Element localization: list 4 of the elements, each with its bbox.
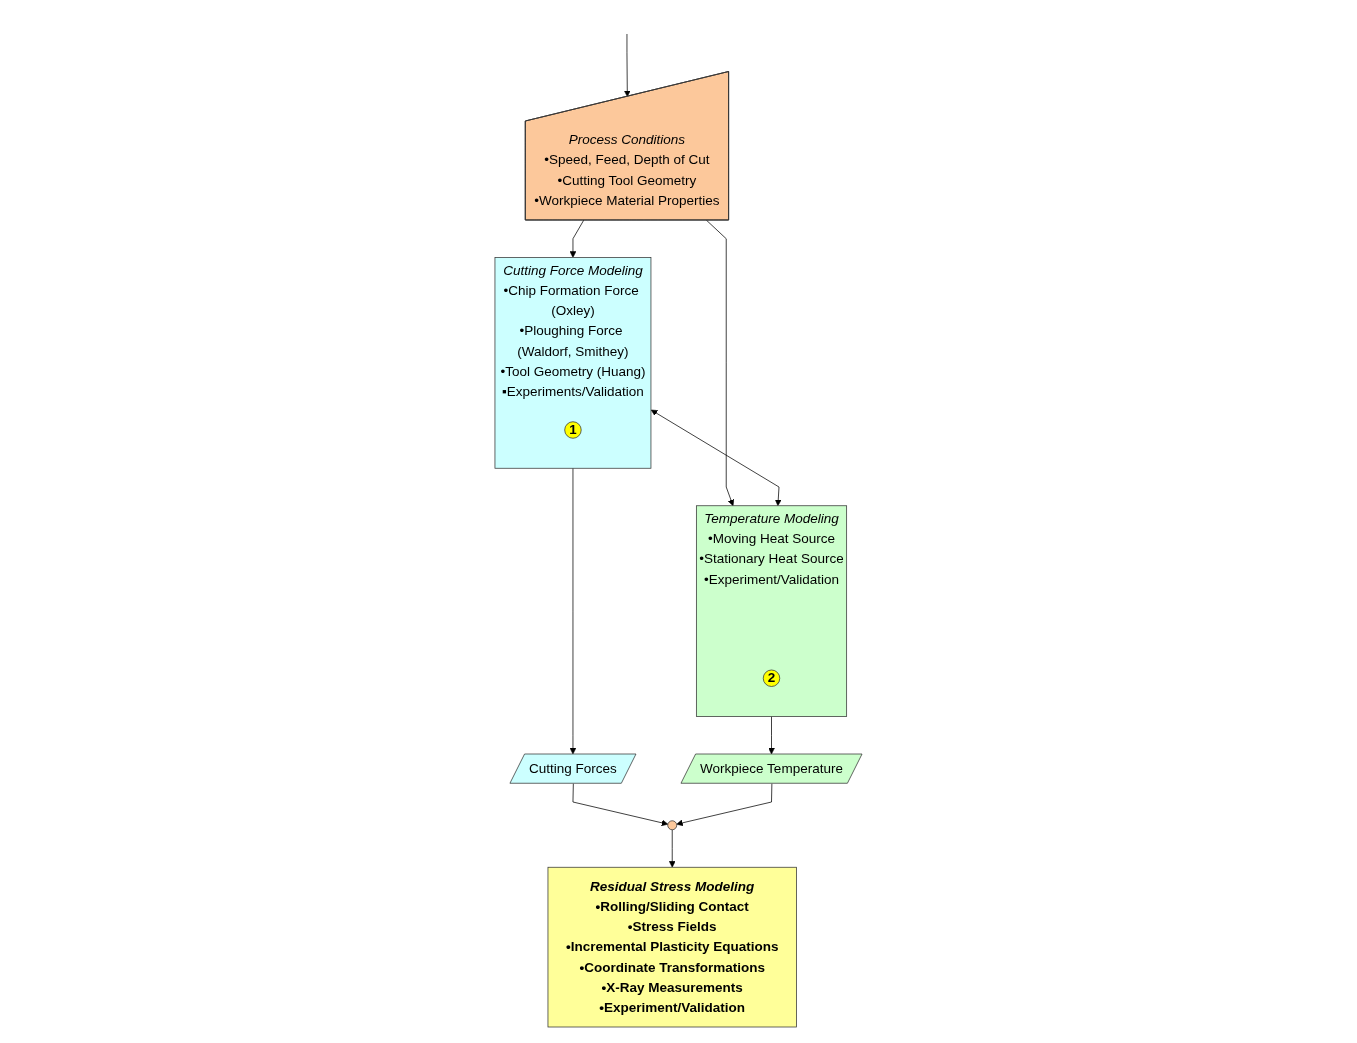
- node-circle: 2: [762, 669, 781, 687]
- node-circle: [667, 820, 678, 831]
- node-box: Residual Stress Modeling •Rolling/Sliding Contact •Stress Fields •Incremental Plasticity Equations •Coordinate Transformations •X-Ray Measurements •Experiment/Validation: [547, 866, 797, 1028]
- node-circle: 1: [564, 421, 582, 439]
